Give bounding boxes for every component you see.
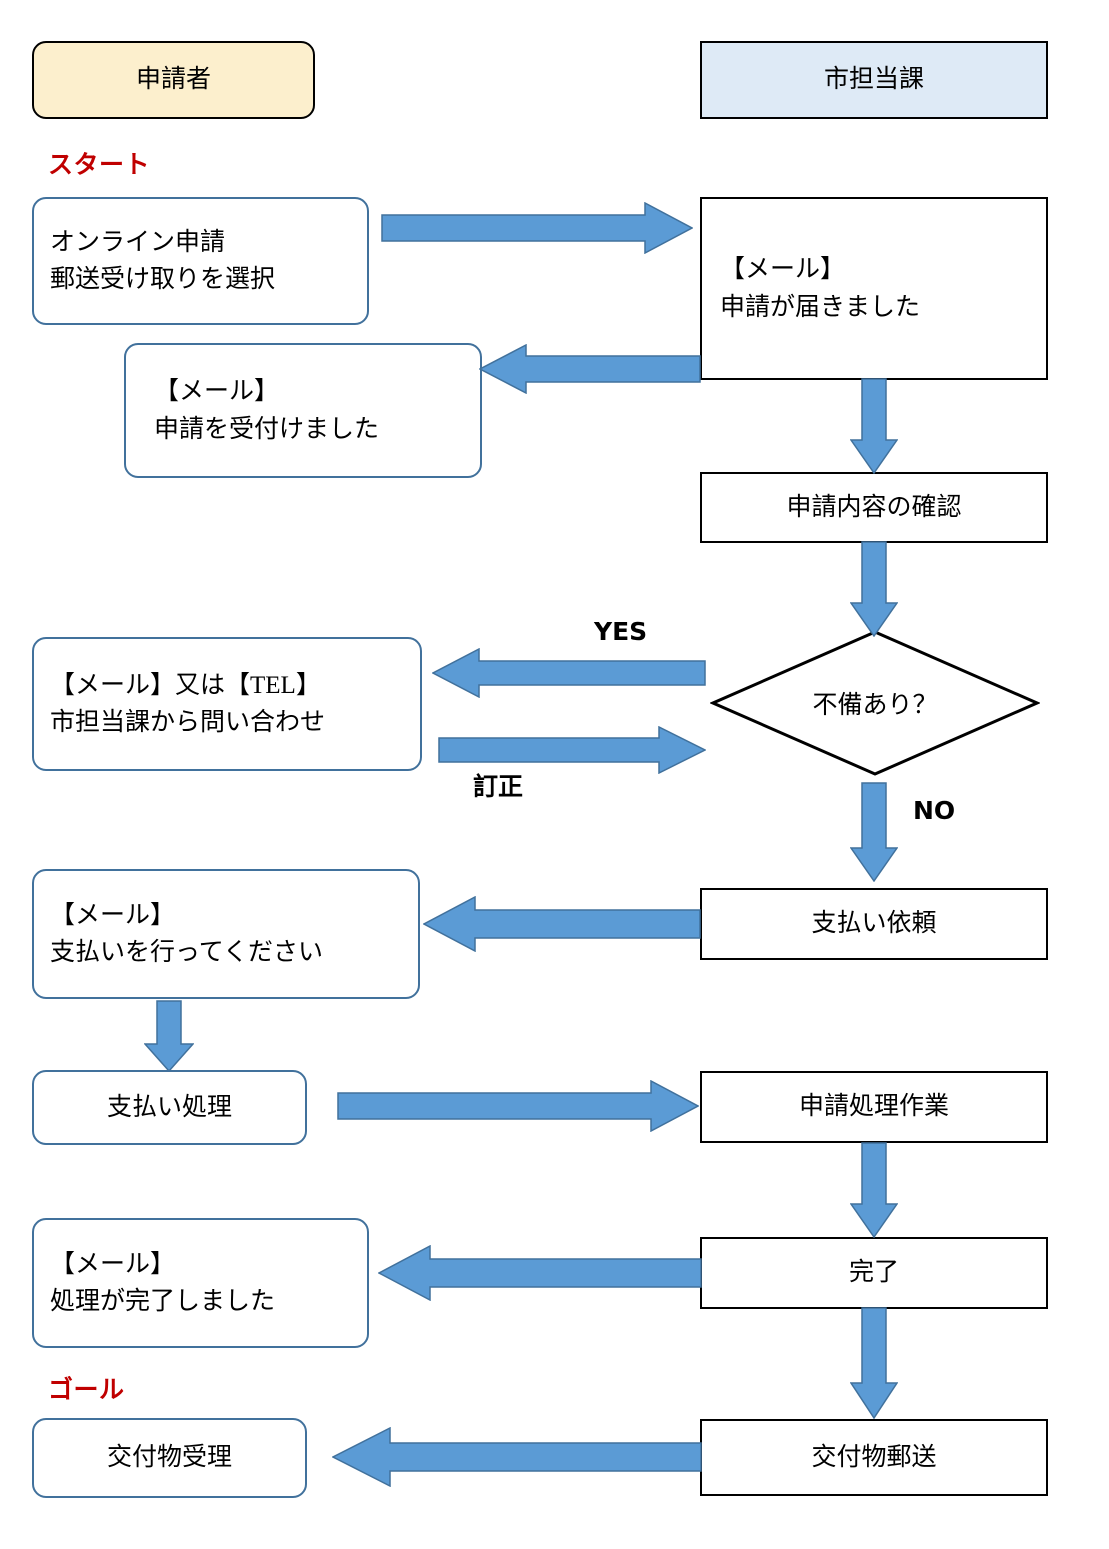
node-line: 支払い処理 xyxy=(106,1093,232,1121)
lane-header-department-label: 市担当課 xyxy=(823,66,924,94)
node-line: 【メール】 xyxy=(50,901,176,929)
node-mail-processing-completed[interactable]: 【メール】 処理が完了しました xyxy=(32,1218,369,1348)
arrow-down-no-to-payment-request xyxy=(850,782,898,882)
node-decision-has-defect[interactable]: 不備あり？ xyxy=(710,629,1040,777)
arrow-down-check-to-decision xyxy=(850,541,898,637)
node-completed[interactable]: 完了 xyxy=(700,1237,1048,1309)
node-line: 申請内容の確認 xyxy=(786,493,962,521)
caption-goal: ゴール xyxy=(48,1375,125,1404)
node-line: 申請処理作業 xyxy=(798,1093,949,1121)
node-line: 【メール】 xyxy=(50,1250,176,1278)
node-line: 交付物郵送 xyxy=(811,1443,937,1471)
arrow-right-correction-to-decision xyxy=(438,726,706,774)
arrow-down-work-to-completed xyxy=(850,1142,898,1238)
node-mail-application-arrived[interactable]: 【メール】 申請が届きました xyxy=(700,197,1048,380)
node-line: 支払いを行ってください xyxy=(50,939,324,966)
node-application-processing-work[interactable]: 申請処理作業 xyxy=(700,1071,1048,1143)
arrow-down-completed-to-mail-issued xyxy=(850,1307,898,1419)
decision-label: 不備あり？ xyxy=(812,692,938,719)
lane-header-applicant: 申請者 xyxy=(32,41,315,119)
arrow-left-issued-to-receive xyxy=(332,1427,702,1487)
node-mail-issued-item[interactable]: 交付物郵送 xyxy=(700,1419,1048,1496)
node-line: 処理が完了しました xyxy=(50,1288,276,1315)
arrow-right-processing-to-work xyxy=(337,1080,699,1132)
node-mail-application-accepted[interactable]: 【メール】 申請を受付けました xyxy=(124,343,482,478)
arrow-down-arrived-to-check xyxy=(850,378,898,474)
node-check-application-contents[interactable]: 申請内容の確認 xyxy=(700,472,1048,543)
node-receive-issued-item[interactable]: 交付物受理 xyxy=(32,1418,307,1498)
arrow-left-dept-to-accepted xyxy=(479,344,701,394)
arrow-left-completed-to-mail xyxy=(378,1245,702,1301)
edge-label-yes: YES xyxy=(594,617,648,646)
node-line: 交付物受理 xyxy=(106,1444,232,1472)
lane-header-department: 市担当課 xyxy=(700,41,1048,119)
node-line: 市担当課から問い合わせ xyxy=(50,709,326,736)
node-payment-processing[interactable]: 支払い処理 xyxy=(32,1070,307,1145)
node-line: 【メール】又は【TEL】 xyxy=(50,671,321,699)
node-online-application[interactable]: オンライン申請 郵送受け取りを選択 xyxy=(32,197,369,325)
node-line: 完了 xyxy=(848,1259,899,1287)
arrow-right-application-to-dept xyxy=(381,202,693,254)
edge-label-correction: 訂正 xyxy=(473,772,524,801)
node-line: 郵送受け取りを選択 xyxy=(50,266,276,293)
arrow-left-yes-to-inquiry xyxy=(432,648,706,698)
node-line: オンライン申請 xyxy=(50,228,226,256)
node-line: 【メール】 xyxy=(720,256,846,283)
arrow-down-pay-to-processing xyxy=(144,1000,194,1072)
node-line: 申請を受付けました xyxy=(154,415,380,443)
node-line: 【メール】 xyxy=(154,378,280,405)
caption-start: スタート xyxy=(48,150,151,179)
node-mail-please-pay[interactable]: 【メール】 支払いを行ってください xyxy=(32,869,420,999)
edge-label-no: NO xyxy=(913,796,956,825)
node-payment-request[interactable]: 支払い依頼 xyxy=(700,888,1048,960)
arrow-left-request-to-please-pay xyxy=(423,896,701,952)
lane-header-applicant-label: 申請者 xyxy=(135,66,211,94)
node-line: 申請が届きました xyxy=(720,293,921,321)
node-mail-or-tel-inquiry[interactable]: 【メール】又は【TEL】 市担当課から問い合わせ xyxy=(32,637,422,771)
node-line: 支払い依頼 xyxy=(811,910,937,938)
